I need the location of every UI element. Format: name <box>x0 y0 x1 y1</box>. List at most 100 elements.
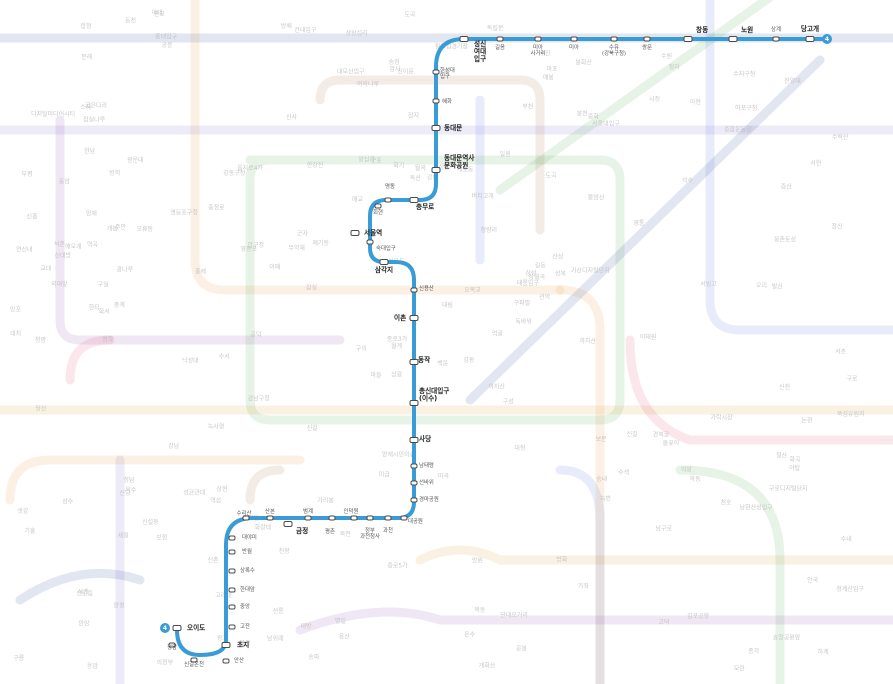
station-44[interactable]: 안산 <box>222 656 244 664</box>
station-2[interactable]: 노원 <box>728 25 753 42</box>
station-12[interactable]: 동대문 <box>431 123 462 132</box>
background-station-label: 야탑 <box>789 464 801 472</box>
station-5[interactable]: 수유(강북구청) <box>602 36 626 57</box>
background-station-label: 남구로 <box>656 524 673 532</box>
station-label: 반월 <box>242 547 252 555</box>
background-station-label: 독산 <box>410 174 422 182</box>
station-36[interactable]: 수리산 <box>237 509 252 521</box>
station-37[interactable]: 대야미 <box>228 533 257 541</box>
background-station-label: 군자 <box>297 229 309 237</box>
station-label: 초지 <box>237 640 249 649</box>
line-4-badge-west[interactable]: 4 <box>160 623 170 633</box>
background-station-label: 군포 <box>371 157 383 164</box>
background-station-label: 굽은다리 <box>85 101 107 109</box>
background-station-label: 뚝섬유원지 <box>837 410 865 418</box>
background-station-label: 개포동 <box>457 166 474 174</box>
background-station-label: 천왕 <box>279 547 291 555</box>
station-43[interactable]: 초지 <box>221 640 249 649</box>
station-26[interactable]: 선바위 <box>410 478 434 486</box>
station-32[interactable]: 평촌 <box>325 515 336 535</box>
background-station-label: 명학 <box>102 336 114 344</box>
station-47[interactable]: 오이도 <box>172 623 205 632</box>
background-station-label: 구로 <box>847 375 859 382</box>
station-40[interactable]: 한대앞 <box>228 585 255 593</box>
background-station-label: 고려대 <box>215 592 232 600</box>
station-marker <box>400 515 408 521</box>
station-39[interactable]: 상록수 <box>228 566 255 574</box>
station-label: 고잔 <box>240 622 250 630</box>
background-station-label: 신촌 <box>208 556 220 564</box>
station-22[interactable]: 동작 <box>409 355 430 365</box>
background-station-label: 독바위 <box>515 318 532 326</box>
station-label: 노원 <box>741 25 753 34</box>
station-0[interactable]: 당고개 <box>801 24 819 42</box>
background-station-label: 강변 <box>427 173 438 181</box>
station-33[interactable]: 범계 <box>303 507 313 521</box>
station-3[interactable]: 창동 <box>683 25 708 42</box>
background-station-label: 영등포 <box>240 245 257 253</box>
station-24[interactable]: 사당 <box>409 434 431 443</box>
station-15[interactable]: 명동 <box>384 183 395 203</box>
station-46[interactable]: 정왕 <box>167 642 177 651</box>
station-marker <box>534 36 542 42</box>
station-19[interactable]: 삼각지 <box>375 259 393 275</box>
station-16[interactable]: 회현 <box>373 203 383 216</box>
station-29[interactable]: 과천 <box>383 515 393 534</box>
line-4-route <box>175 37 827 657</box>
background-station-label: 몽촌토성 <box>774 235 796 243</box>
station-8[interactable]: 길음 <box>495 36 505 51</box>
background-station-label: 애오개 <box>65 243 82 251</box>
station-34[interactable]: 금정 <box>283 521 308 536</box>
background-station-label: 독립문 <box>487 24 504 32</box>
background-station-label: 영통 <box>633 219 645 227</box>
background-station-label: 기흥 <box>24 527 36 535</box>
background-station-label: 학여울 <box>433 69 450 77</box>
station-20[interactable]: 신용산 <box>410 284 434 293</box>
background-station-label: 송파 <box>308 653 320 661</box>
station-28[interactable]: 대공원 <box>400 515 423 525</box>
station-27[interactable]: 경마공원 <box>410 495 439 503</box>
station-17[interactable]: 서울역 <box>350 228 382 237</box>
station-41[interactable]: 중앙 <box>228 602 250 610</box>
background-station-label: 제기동 <box>312 239 329 247</box>
station-marker <box>350 230 360 236</box>
station-6[interactable]: 미아 <box>569 36 579 51</box>
background-station-label: 보문 <box>596 436 608 443</box>
station-25[interactable]: 남태령 <box>410 461 434 469</box>
station-21[interactable]: 이촌 <box>394 313 419 322</box>
station-14[interactable]: 충무로 <box>409 197 434 212</box>
station-marker <box>379 259 389 265</box>
station-42[interactable]: 고잔 <box>228 622 250 630</box>
background-station-label: 강동 <box>463 356 475 364</box>
station-31[interactable]: 인덕원 <box>344 507 359 521</box>
background-station-label: 정자 <box>669 63 681 71</box>
background-station-label: 봉화산 <box>575 59 592 67</box>
station-marker <box>366 239 374 245</box>
background-station-label: 양재시민의숲 <box>382 451 416 459</box>
station-marker <box>570 36 578 42</box>
station-marker <box>459 36 469 42</box>
background-station-label: 상왕십리 <box>345 29 367 37</box>
station-38[interactable]: 반월 <box>228 547 252 555</box>
station-4[interactable]: 쌍문 <box>642 36 652 51</box>
background-station-label: 신설동 <box>142 518 159 526</box>
station-11[interactable]: 혜화 <box>432 97 452 105</box>
station-18[interactable]: 숙대입구 <box>366 239 396 252</box>
background-station-label: 광나루 <box>117 266 134 274</box>
station-35[interactable]: 산본 <box>265 507 275 521</box>
background-station-label: 용산 <box>339 632 351 640</box>
station-marker <box>643 36 651 42</box>
background-station-label: 이매 <box>269 263 280 271</box>
station-45[interactable]: 신길온천 <box>184 657 204 668</box>
background-station-label: 안암 <box>78 619 90 627</box>
station-23[interactable]: 총신대입구(이수) <box>409 386 449 406</box>
station-marker <box>431 167 441 173</box>
line-4-badge-east[interactable]: 4 <box>822 34 832 44</box>
background-station-label: 종합운동장 <box>724 126 752 134</box>
station-1[interactable]: 상계 <box>771 25 781 42</box>
